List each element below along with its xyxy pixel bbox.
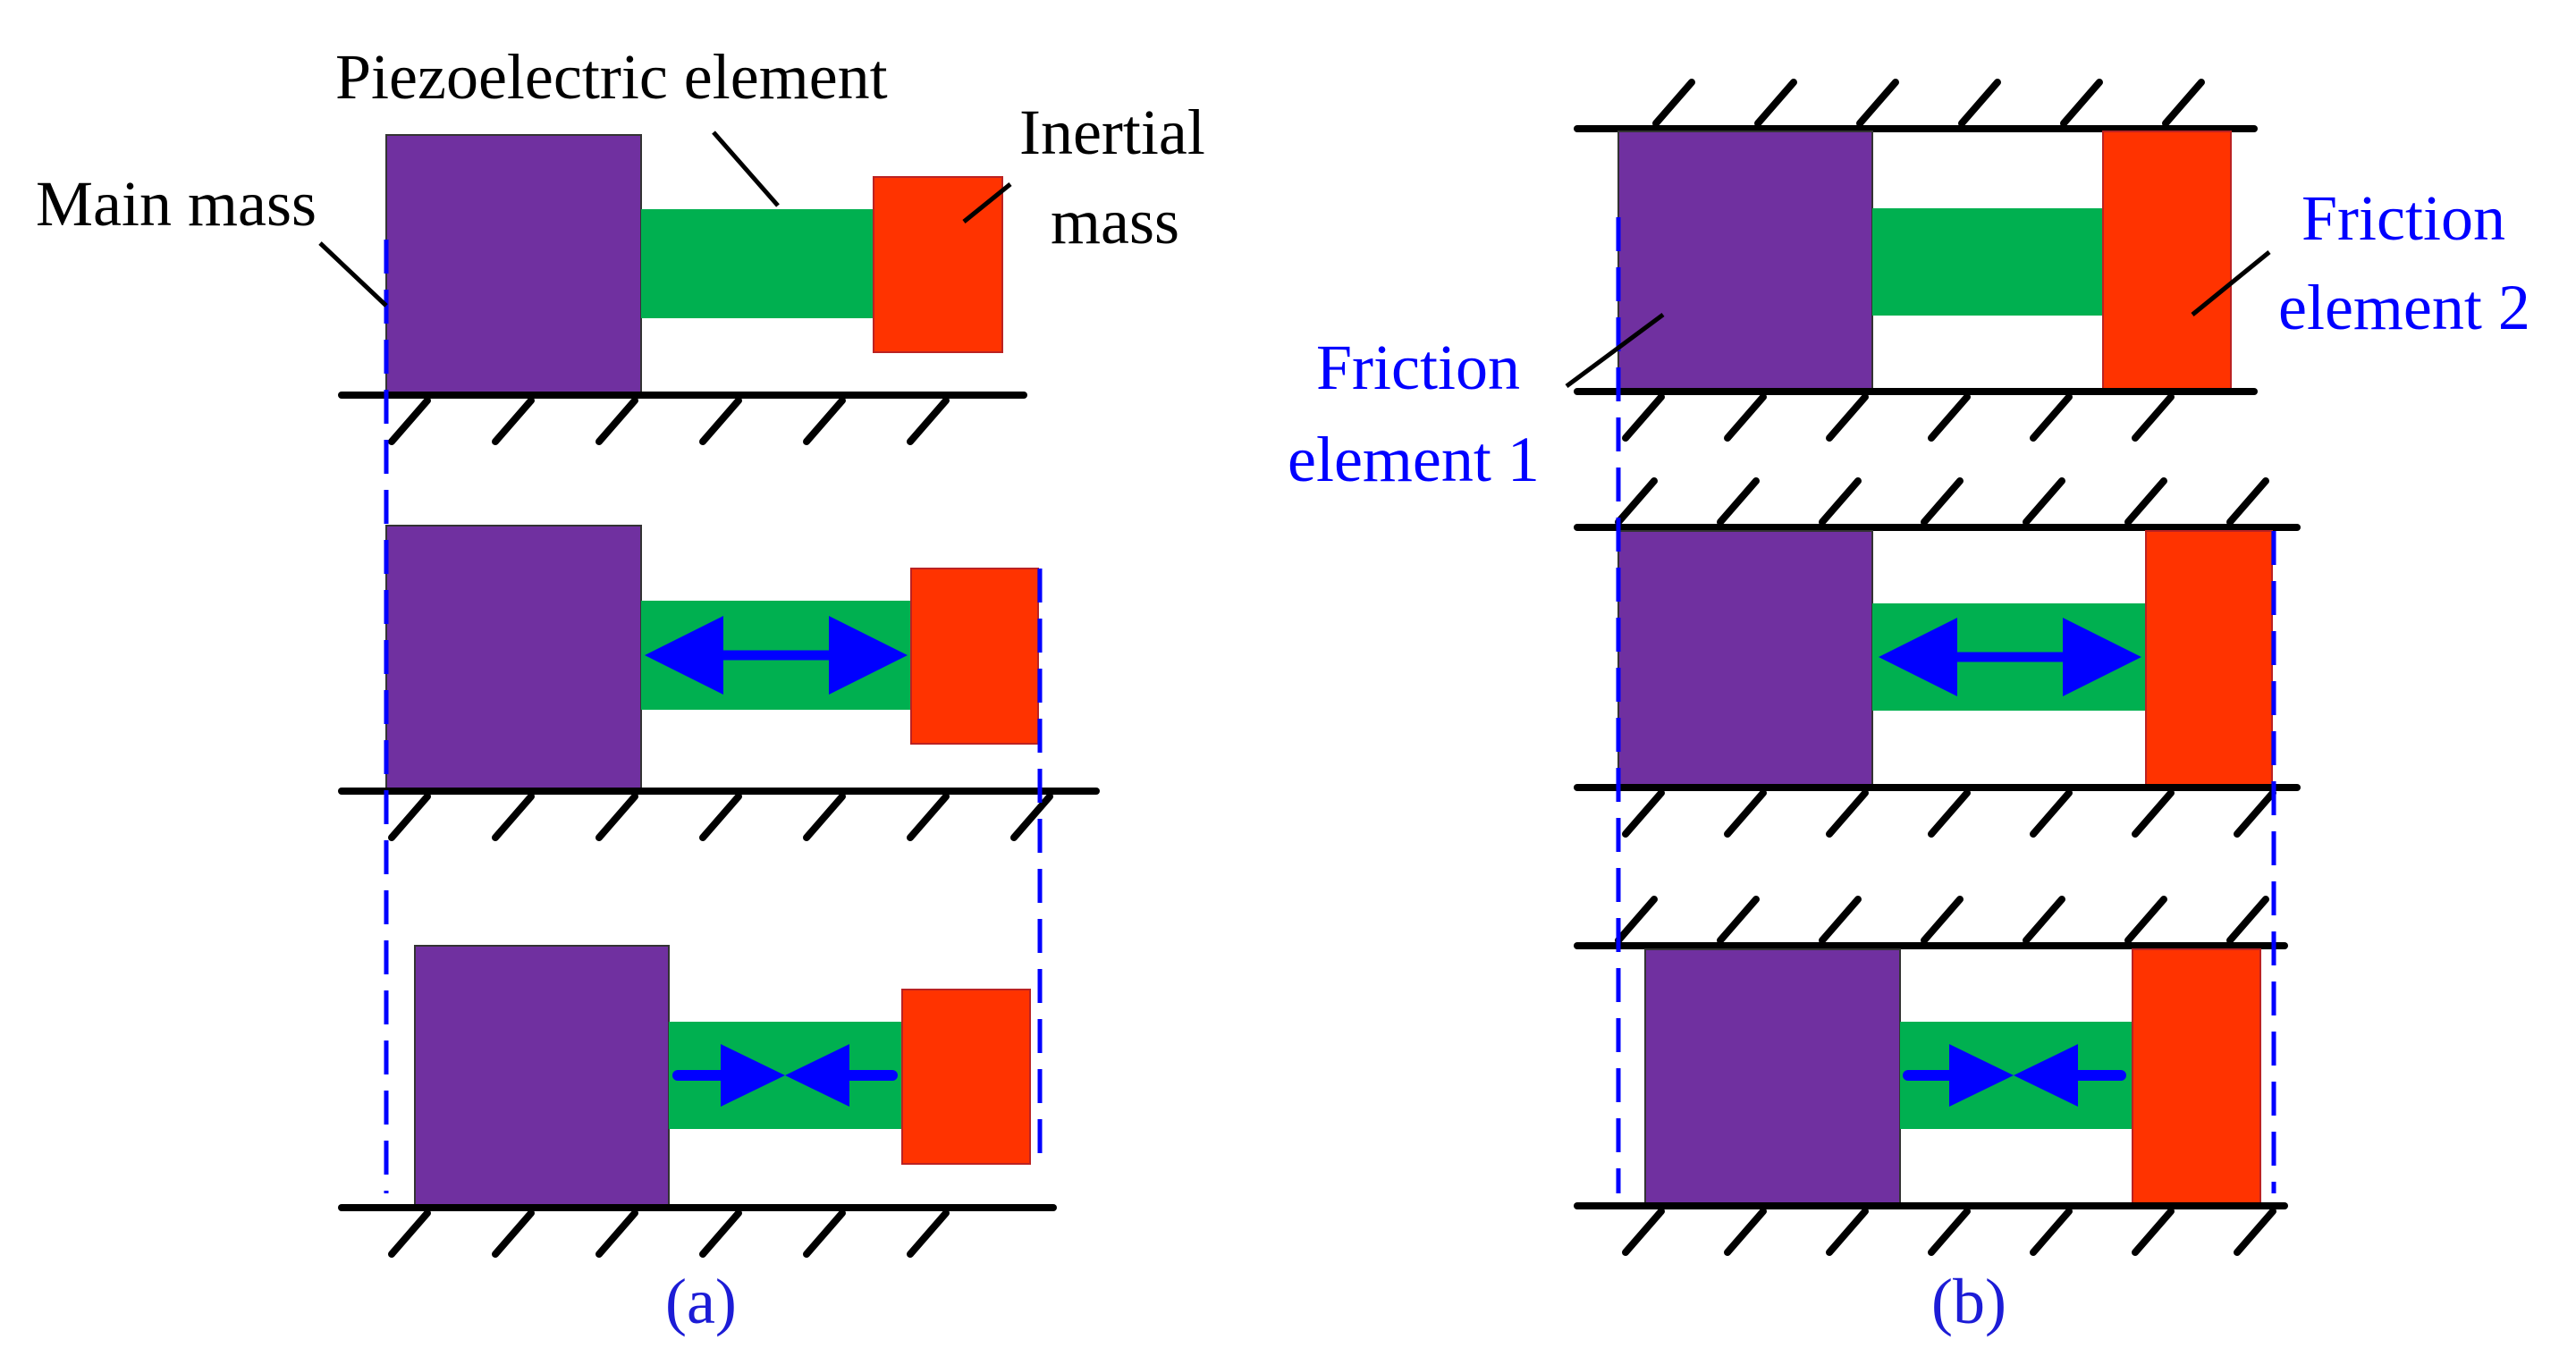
- inertial-mass: [2102, 131, 2232, 392]
- inertial-mass: [901, 989, 1031, 1165]
- piezoelectric-element: [1872, 208, 2103, 316]
- panel-b-state-extend: [1574, 477, 2301, 838]
- friction-element-1-label-line1: Friction: [1316, 332, 1520, 403]
- ceiling: [1574, 79, 2258, 132]
- ground: [1574, 784, 2301, 838]
- main-mass-label: Main mass: [36, 168, 317, 240]
- panel-b-state-contract: [1574, 896, 2288, 1256]
- ground: [338, 1204, 1057, 1258]
- main-mass: [1617, 131, 1873, 392]
- inertial-mass: [873, 176, 1003, 353]
- friction-element-2-label-line2: element 2: [2278, 272, 2530, 343]
- ground: [338, 392, 1027, 445]
- panel-a-state-extend: [338, 525, 1100, 841]
- ceiling: [1574, 477, 2301, 531]
- panel-a-state-rest: [338, 134, 1027, 445]
- inertial-mass: [2145, 530, 2273, 788]
- main-mass: [385, 525, 642, 789]
- ground: [1574, 388, 2258, 442]
- leader-lines: [1565, 250, 2271, 389]
- caption-a: (a): [665, 1266, 737, 1337]
- piezoelectric-element: [641, 209, 874, 318]
- inertial-mass-label-line1: Inertial: [1019, 97, 1205, 168]
- main-mass: [414, 945, 670, 1209]
- inertial-mass: [910, 568, 1039, 745]
- ground: [338, 788, 1100, 841]
- inertial-mass-label-line2: mass: [1051, 186, 1179, 257]
- friction-element-1-label-line2: element 1: [1288, 424, 1540, 495]
- contract-arrows: [672, 1044, 898, 1107]
- caption-b: (b): [1931, 1266, 2006, 1337]
- inertial-mass: [2132, 948, 2261, 1206]
- friction-element-2-label-line1: Friction: [2302, 182, 2505, 254]
- main-mass: [385, 134, 642, 396]
- panel-b: Friction element 1 Friction element 2 (b…: [1288, 79, 2530, 1337]
- leader-lines: [318, 131, 1012, 308]
- piezoelectric-element-label: Piezoelectric element: [335, 41, 888, 113]
- ceiling: [1574, 896, 2288, 949]
- panel-b-state-rest: [1574, 79, 2258, 442]
- panel-a-state-contract: [338, 945, 1057, 1258]
- contract-arrows: [1903, 1044, 2126, 1107]
- panel-a: Piezoelectric element Main mass Inertial…: [36, 41, 1205, 1337]
- main-mass: [1644, 948, 1901, 1206]
- main-mass: [1617, 530, 1873, 788]
- ground: [1574, 1202, 2288, 1256]
